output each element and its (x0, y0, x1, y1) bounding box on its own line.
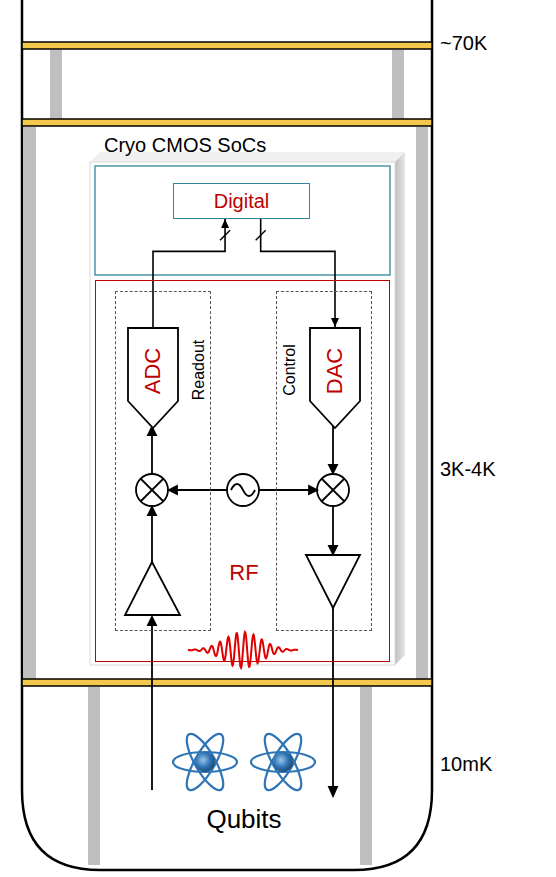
node-box: RF Readout ADC Control DAC (95, 280, 390, 662)
node-box: ADC (127, 327, 179, 429)
node-label: ADC (141, 348, 165, 394)
qubit-label: Qubits (206, 805, 281, 834)
node-box: Control DAC (276, 291, 372, 631)
soc-box (90, 152, 405, 665)
temperature-label: 10mK (440, 753, 492, 775)
node-box: Digital (173, 183, 310, 219)
digital-section (95, 166, 390, 275)
thermal-plates (22, 42, 432, 686)
support-posts (24, 50, 428, 865)
microwave-pulse (188, 632, 298, 668)
rf-arrows (148, 426, 337, 796)
node-label: Digital (214, 190, 270, 212)
node-label: Cryo CMOS SoCs (104, 134, 266, 156)
node-box: Cryo CMOS SoCsDigitalRF Readout ADC Control… (90, 132, 395, 665)
rf-chain (125, 474, 360, 615)
arrow-head (221, 219, 229, 228)
qubit-atoms (173, 729, 315, 794)
arrow-head (331, 318, 339, 327)
node-label: DAC (323, 348, 347, 394)
node-box: Readout ADC (115, 291, 211, 631)
node-label: Control (281, 344, 299, 396)
temperature-label: 3K-4K (440, 458, 496, 480)
wave-path (188, 632, 298, 668)
node-box: DAC (309, 327, 361, 429)
bus-connector (256, 219, 339, 327)
temperature-label: ~70K (440, 32, 487, 54)
cryostat-wall (22, 0, 432, 870)
node-label: Readout (190, 340, 208, 401)
node-label: RF (229, 561, 258, 585)
bus-connector (153, 219, 230, 327)
